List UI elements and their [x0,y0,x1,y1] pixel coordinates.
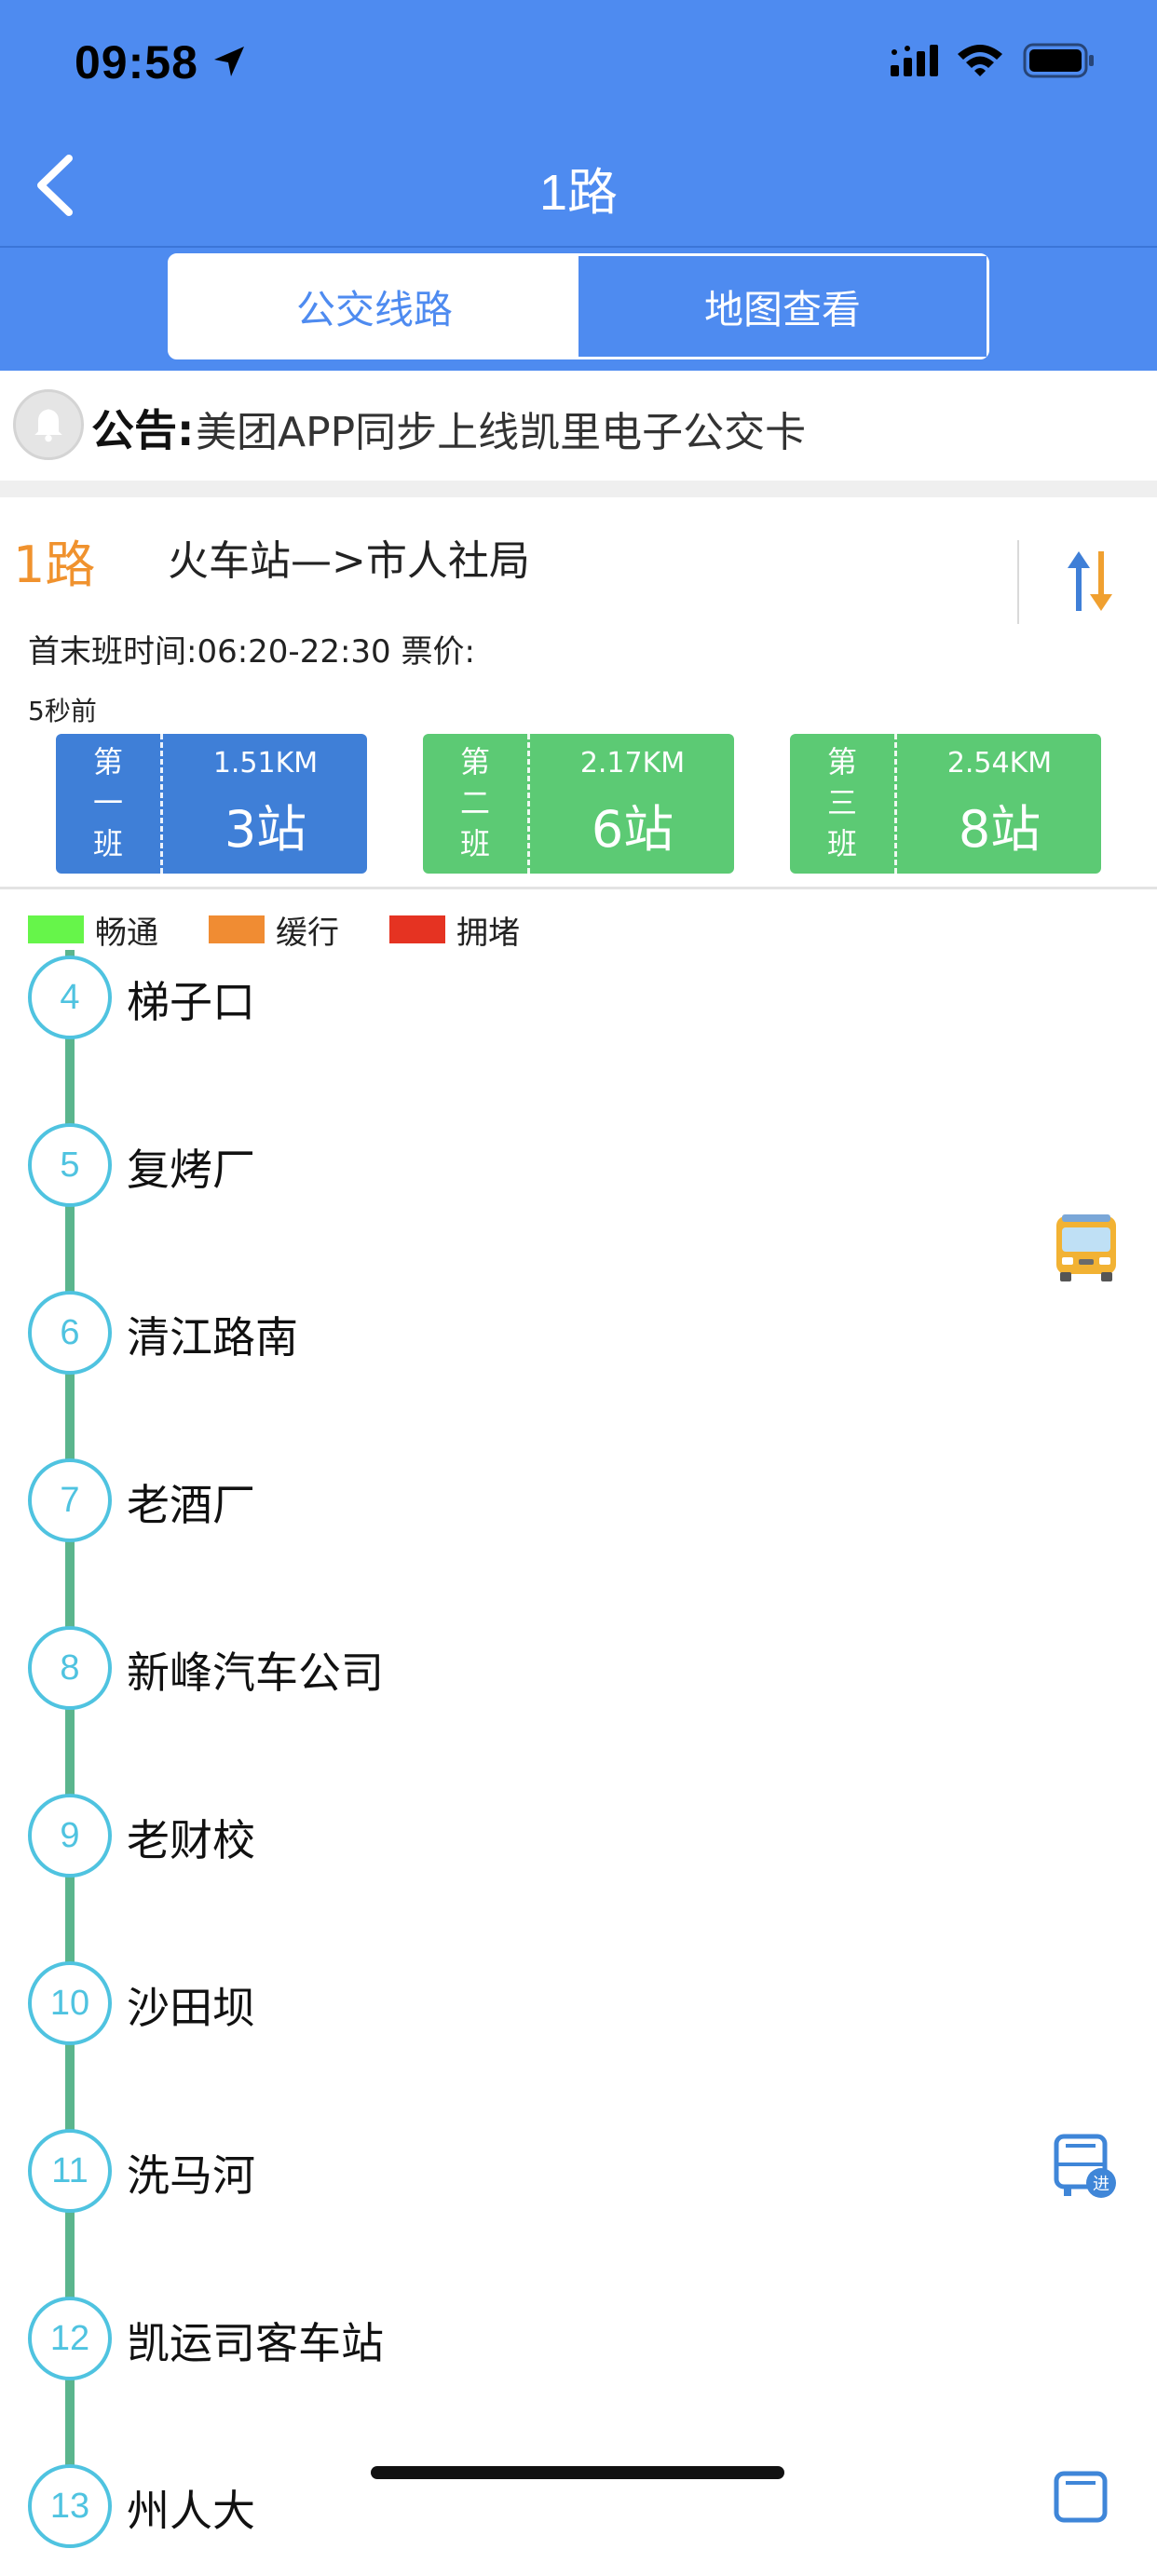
arriving-badge: 进 [1093,2175,1109,2194]
list-item[interactable]: 11 洗马河 [0,2129,1157,2241]
stop-name: 沙田坝 [127,1983,255,2033]
ordinal-char: 一 [92,785,123,820]
legend-label: 拥堵 [456,914,520,952]
battery-icon [1023,43,1094,78]
traffic-legend: 畅通 缓行 拥堵 [28,909,570,952]
list-item[interactable]: 9 老财校 [0,1794,1157,1905]
announcement-bar[interactable]: 公告: 美团APP同步上线凯里电子公交卡 [0,371,1157,481]
stop-number: 13 [28,2464,112,2548]
legend-swatch-smooth [28,915,84,943]
announcement-label: 公告: [91,405,195,455]
bus-stops-away: 6站 [591,800,674,859]
stop-name: 梯子口 [127,977,255,1027]
view-segmented-control: 公交线路 地图查看 [168,253,989,359]
status-bar: 09:58 [0,0,1157,123]
divider [160,734,163,874]
ordinal-char: 班 [826,826,857,861]
bus-arriving-icon[interactable] [1053,2470,1118,2523]
route-direction: 火车站—>市人社局 [168,537,530,585]
ordinal-char: 第 [826,744,857,780]
bus-stops-away: 3站 [224,800,307,859]
legend-swatch-slow [209,915,265,943]
ordinal-char: 班 [459,826,490,861]
bus-ordinal: 第 一 班 [56,741,160,866]
stop-number: 12 [28,2297,112,2380]
bus-distance: 2.17KM [579,747,686,780]
stop-number: 5 [28,1123,112,1207]
ordinal-char: 班 [92,826,123,861]
divider [527,734,530,874]
stop-name: 凯运司客车站 [127,2318,384,2368]
home-indicator[interactable] [371,2466,784,2479]
divider [894,734,897,874]
status-time: 09:58 [75,36,198,88]
list-item[interactable]: 13 州人大 [0,2464,1157,2576]
page-title: 1路 [538,165,619,221]
stop-number: 9 [28,1794,112,1878]
ordinal-char: 三 [826,785,857,820]
stop-name: 州人大 [127,2486,255,2536]
stop-number: 7 [28,1458,112,1542]
location-arrow-icon [214,47,244,76]
list-item[interactable]: 6 清江路南 [0,1291,1157,1403]
announcement-text: 美团APP同步上线凯里电子公交卡 [196,409,807,456]
stop-number: 4 [28,956,112,1039]
bus-distance: 1.51KM [212,747,319,780]
list-item[interactable]: 4 梯子口 [0,956,1157,1067]
bus-ordinal: 第 二 班 [423,741,527,866]
list-item[interactable]: 7 老酒厂 [0,1458,1157,1570]
tab-bus-route[interactable]: 公交线路 [170,256,578,357]
tab-map-view[interactable]: 地图查看 [578,256,987,357]
legend-swatch-congested [389,915,445,943]
wifi-icon [958,45,1002,76]
ordinal-char: 第 [92,744,123,780]
stop-name: 复烤厂 [127,1145,255,1195]
bus-arriving-icon[interactable]: 进 [1053,2133,1118,2200]
cellular-signal-icon [891,45,938,76]
header: 09:58 1路 公交线路 地图查看 [0,0,1157,371]
list-item[interactable]: 5 复烤厂 [0,1123,1157,1235]
update-time: 5秒前 [28,696,97,726]
bus-distance: 2.54KM [946,747,1053,780]
stop-number: 10 [28,1961,112,2045]
schedule-info: 首末班时间:06:20-22:30 票价: [28,633,475,671]
ordinal-char: 第 [459,744,490,780]
bus-card-first[interactable]: 第 一 班 1.51KM 3站 [56,734,367,874]
divider [0,246,1157,248]
stop-name: 老酒厂 [127,1480,255,1530]
bus-stops-away: 8站 [958,800,1041,859]
legend-label: 缓行 [276,914,339,952]
bell-icon [13,389,84,460]
route-line [65,950,75,2533]
bus-card-second[interactable]: 第 二 班 2.17KM 6站 [423,734,734,874]
stop-number: 8 [28,1626,112,1710]
swap-direction-icon[interactable] [1062,548,1118,615]
chevron-left-icon[interactable] [28,151,93,220]
stop-name: 老财校 [127,1815,255,1865]
ordinal-char: 二 [459,785,490,820]
stop-name: 新峰汽车公司 [127,1647,384,1698]
stop-number: 11 [28,2129,112,2213]
bus-yellow-icon[interactable] [1049,1211,1123,1285]
stop-number: 6 [28,1291,112,1375]
stop-name: 清江路南 [127,1312,298,1363]
list-item[interactable]: 8 新峰汽车公司 [0,1626,1157,1738]
divider [0,887,1157,889]
legend-label: 畅通 [95,914,158,952]
divider [1017,540,1019,624]
bus-card-third[interactable]: 第 三 班 2.54KM 8站 [790,734,1101,874]
stop-name: 洗马河 [127,2150,255,2201]
navigation-bar: 1路 [0,123,1157,246]
route-number: 1路 [13,536,96,594]
bus-ordinal: 第 三 班 [790,741,894,866]
list-item[interactable]: 12 凯运司客车站 [0,2297,1157,2408]
section-gap [0,481,1157,497]
list-item[interactable]: 10 沙田坝 [0,1961,1157,2073]
